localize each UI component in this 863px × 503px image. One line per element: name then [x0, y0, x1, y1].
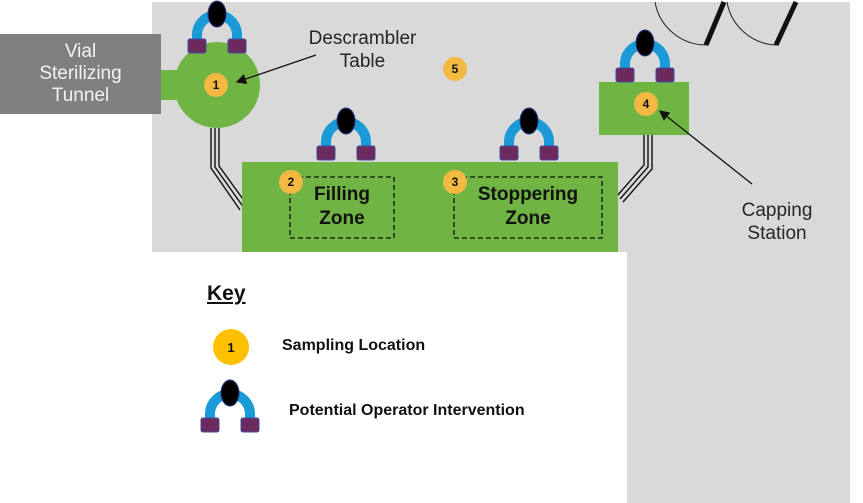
operator-head-icon [220, 379, 240, 407]
operator-hand-icon [499, 145, 519, 161]
key-operator-icon [200, 379, 260, 433]
operator-head-icon [519, 107, 539, 135]
key-operator-label: Potential Operator Intervention [289, 402, 525, 419]
operator-hand-icon [187, 38, 207, 54]
descrambler-arrow [235, 54, 317, 84]
filling-stoppering-line [242, 162, 618, 252]
door-swing-right [726, 0, 799, 47]
operator-stoppering [499, 107, 559, 161]
operator-hand-icon [615, 67, 635, 83]
stoppering-zone-box [453, 176, 603, 239]
sampling-location-marker: 1 [204, 73, 228, 97]
sampling-location-marker: 4 [634, 92, 658, 116]
descrambler-label: Descrambler Table [308, 28, 417, 72]
conveyor-stoppering-to-capping [616, 134, 653, 203]
capping-arrow [658, 110, 753, 185]
door-swing-left [654, 1, 727, 46]
operator-hand-icon [356, 145, 376, 161]
conveyor-descrambler-to-filling [210, 128, 249, 211]
filling-zone-box [289, 176, 395, 239]
operator-hand-icon [655, 67, 675, 83]
sampling-location-marker: 3 [443, 170, 467, 194]
operator-filling [316, 107, 376, 161]
stoppering-zone-label: Stoppering Zone [477, 184, 579, 229]
key-title: Key [207, 282, 246, 305]
operator-hand-icon [539, 145, 559, 161]
operator-hand-icon [200, 417, 220, 433]
key-sampling-marker: 1 [213, 329, 249, 365]
capping-label: Capping Station [741, 200, 813, 244]
operator-head-icon [207, 0, 227, 28]
operator-head-icon [635, 29, 655, 57]
key-sampling-label: Sampling Location [282, 337, 426, 354]
operator-hand-icon [316, 145, 336, 161]
tunnel-label: Vial Sterilizing Tunnel [0, 34, 161, 114]
operator-hand-icon [240, 417, 260, 433]
sampling-location-marker: 2 [279, 170, 303, 194]
room-floor-corridor [627, 252, 850, 503]
filling-zone-label: Filling Zone [314, 184, 370, 229]
operator-capping [615, 29, 675, 83]
operator-descrambler [187, 0, 247, 54]
operator-head-icon [336, 107, 356, 135]
sampling-location-marker: 5 [443, 57, 467, 81]
operator-hand-icon [227, 38, 247, 54]
